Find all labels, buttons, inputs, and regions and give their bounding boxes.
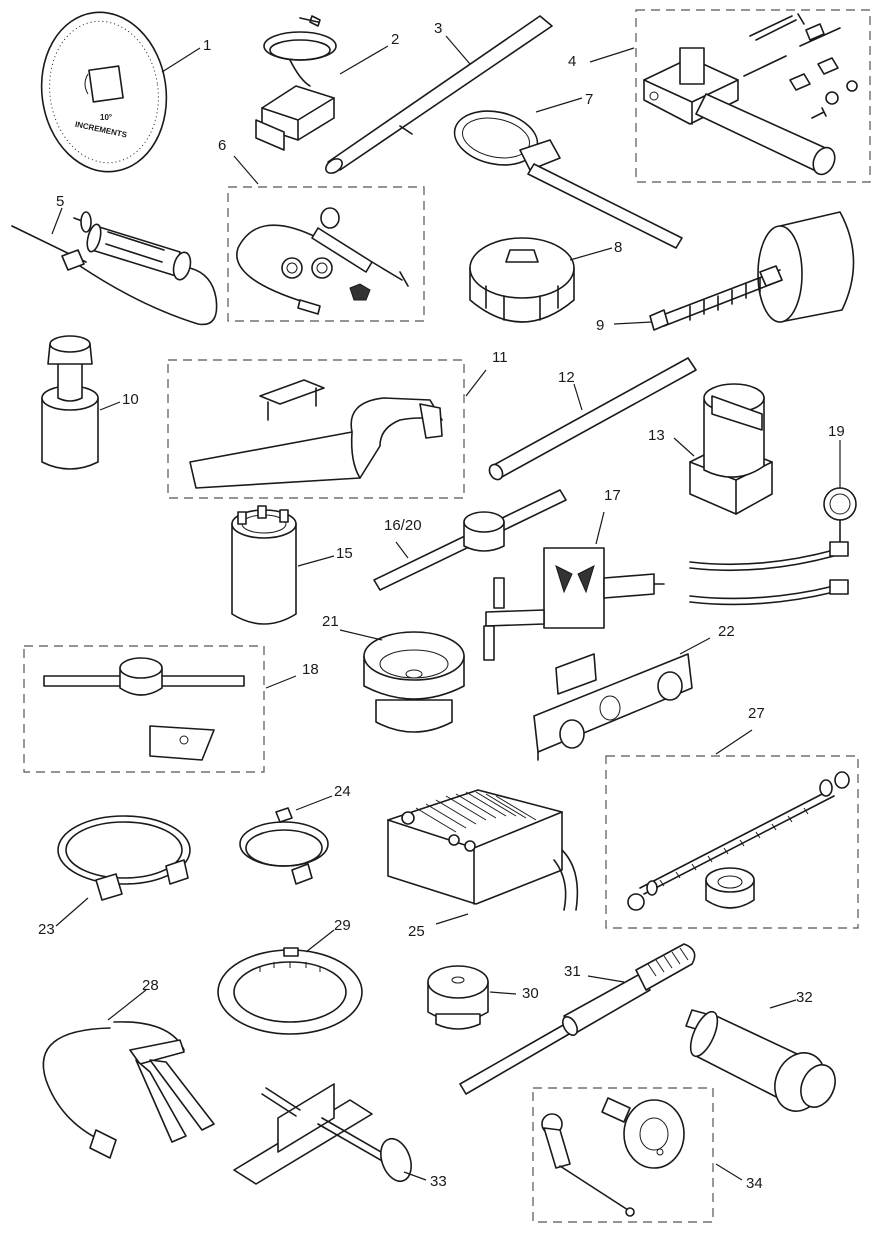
callout-10: 10 xyxy=(122,391,139,408)
tool-1-degree-dial: 10° INCREMENTS xyxy=(40,11,168,173)
callout-9: 9 xyxy=(596,317,604,334)
tool-17-spring-compressor xyxy=(483,547,665,661)
tool-32-cylinder-tool xyxy=(685,1009,836,1112)
tool-9-puller xyxy=(649,211,855,331)
tool-16-20-bar-clamp xyxy=(373,489,567,591)
callout-12: 12 xyxy=(558,369,575,386)
tool-4-tool-kit xyxy=(643,13,858,176)
callout-27: 27 xyxy=(748,705,765,722)
tool-24-harness-loop xyxy=(239,807,329,885)
callout-17: 17 xyxy=(604,487,621,504)
callout-21: 21 xyxy=(322,613,339,630)
callout-4: 4 xyxy=(568,53,576,70)
tool-10-socket xyxy=(41,335,99,470)
tool-29-lock-ring xyxy=(217,947,363,1035)
callout-7: 7 xyxy=(585,91,593,108)
group-box-11 xyxy=(167,359,465,499)
tool-7-strap-wrench xyxy=(453,110,683,249)
tool-30-boss xyxy=(427,965,489,1030)
callout-33: 33 xyxy=(430,1173,447,1190)
callout-2: 2 xyxy=(391,31,399,48)
tool-34-pin-flange xyxy=(541,1097,685,1217)
tool-18-bar-plate xyxy=(43,657,245,761)
tool-31-slide-hammer xyxy=(459,943,696,1095)
tool-6-fuel-pressure-kit xyxy=(236,207,409,315)
callout-30: 30 xyxy=(522,985,539,1002)
tool-19-pressure-gauge xyxy=(689,487,857,606)
tool-15-castellated-socket xyxy=(231,505,297,625)
callout-34: 34 xyxy=(746,1175,763,1192)
tool-12-rod xyxy=(488,357,697,481)
callout-31: 31 xyxy=(564,963,581,980)
tool-11-c-spanner xyxy=(189,379,443,489)
callout-1: 1 xyxy=(203,37,211,54)
group-box-18 xyxy=(23,645,265,773)
tool-8-oil-filter-wrench xyxy=(469,237,575,323)
tool-2-diagnostic-interface xyxy=(255,15,337,151)
callout-16-20: 16/20 xyxy=(384,517,422,534)
tool-25-control-box xyxy=(387,789,579,911)
callout-25: 25 xyxy=(408,923,425,940)
callout-19: 19 xyxy=(828,423,845,440)
group-box-34 xyxy=(532,1087,714,1223)
tool-33-clamp-block xyxy=(233,1083,412,1185)
tool-23-harness xyxy=(57,815,191,901)
tool-28-pliers xyxy=(42,1021,215,1159)
callout-6: 6 xyxy=(218,137,226,154)
tool-3-long-bar xyxy=(325,15,553,174)
callout-15: 15 xyxy=(336,545,353,562)
callout-29: 29 xyxy=(334,917,351,934)
group-box-4 xyxy=(635,9,871,183)
callout-24: 24 xyxy=(334,783,351,800)
callout-23: 23 xyxy=(38,921,55,938)
callout-13: 13 xyxy=(648,427,665,444)
callout-8: 8 xyxy=(614,239,622,256)
tool-5-syringe xyxy=(11,211,218,326)
callout-3: 3 xyxy=(434,20,442,37)
callout-32: 32 xyxy=(796,989,813,1006)
group-box-27 xyxy=(605,755,859,929)
callout-5: 5 xyxy=(56,193,64,210)
tool-13-hex-block xyxy=(689,383,773,515)
group-box-6 xyxy=(227,186,425,322)
tool-27-threaded-rod xyxy=(627,771,850,911)
tool-21-cup xyxy=(363,631,465,733)
dial-degree-text: 10° xyxy=(100,113,112,122)
callout-11: 11 xyxy=(492,349,508,366)
callout-28: 28 xyxy=(142,977,159,994)
tool-22-plate xyxy=(533,653,693,761)
callout-18: 18 xyxy=(302,661,319,678)
callout-22: 22 xyxy=(718,623,735,640)
